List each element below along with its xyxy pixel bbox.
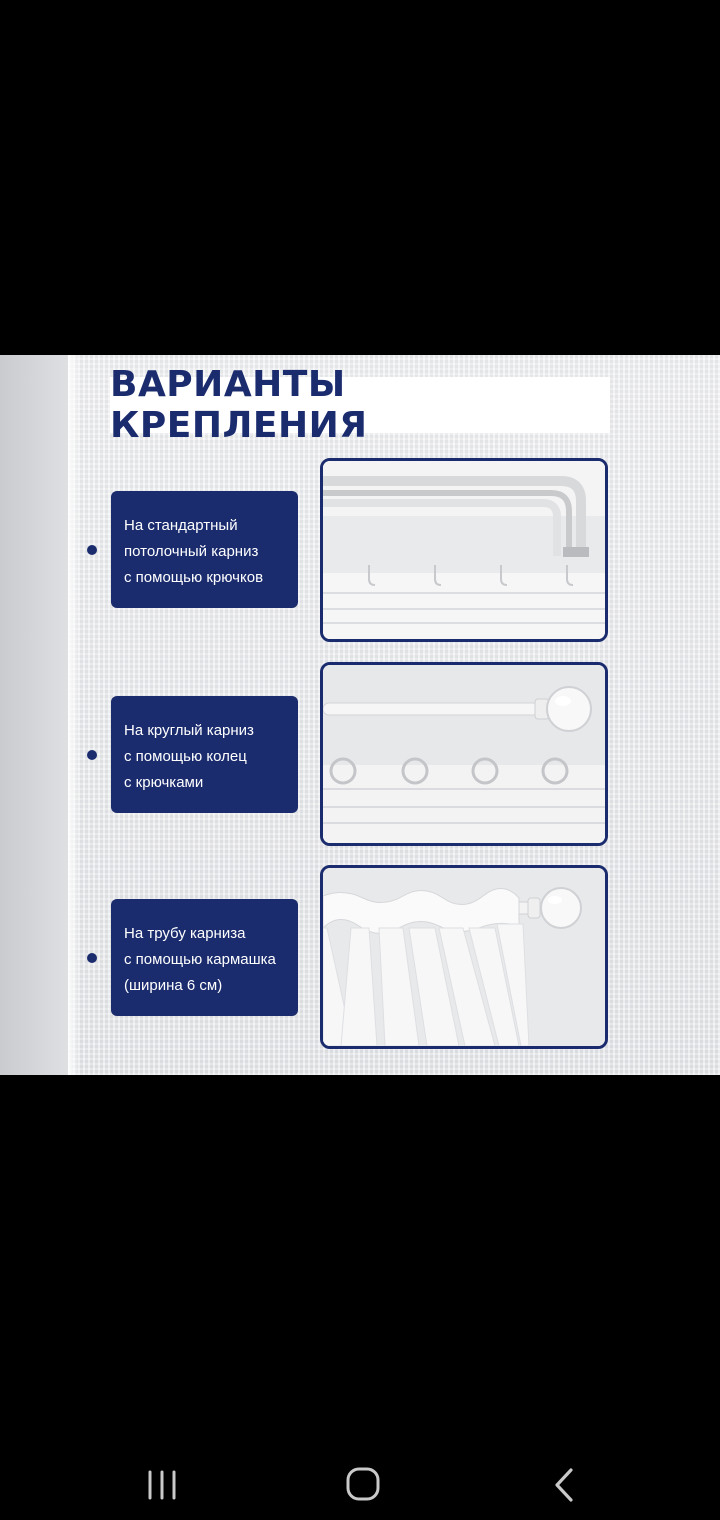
option-text: На трубу карниза (124, 925, 246, 942)
option-text: с помощью кармашка (124, 951, 276, 968)
option-label-box: На стандартный потолочный карниз с помощ… (111, 491, 298, 608)
recent-apps-icon[interactable] (132, 1454, 192, 1514)
option-label-box: На круглый карниз с помощью колец с крюч… (111, 696, 298, 813)
back-icon[interactable] (535, 1454, 595, 1514)
wall-background (0, 355, 72, 1075)
option-label-box: На трубу карниза с помощью кармашка (шир… (111, 899, 298, 1016)
bullet-dot (87, 953, 97, 963)
home-icon[interactable] (333, 1454, 393, 1514)
bullet-dot (87, 750, 97, 760)
option-text: с помощью крючков (124, 569, 264, 586)
option-text: с крючками (124, 774, 204, 791)
option-text: (ширина 6 см) (124, 977, 223, 994)
product-image: ВАРИАНТЫ КРЕПЛЕНИЯ На стандартный потоло… (0, 355, 720, 1075)
option-text: На круглый карниз (124, 722, 254, 739)
option-text: потолочный карниз (124, 543, 259, 560)
curtain-edge (68, 355, 78, 1075)
photo-round-rod (320, 662, 608, 846)
photo-ceiling-track (320, 458, 608, 642)
option-text: с помощью колец (124, 748, 247, 765)
system-nav-bar (0, 1440, 720, 1520)
title-band (110, 377, 610, 433)
photo-rod-pocket (320, 865, 608, 1049)
option-text: На стандартный (124, 517, 238, 534)
bullet-dot (87, 545, 97, 555)
page-title: ВАРИАНТЫ КРЕПЛЕНИЯ (110, 364, 368, 446)
